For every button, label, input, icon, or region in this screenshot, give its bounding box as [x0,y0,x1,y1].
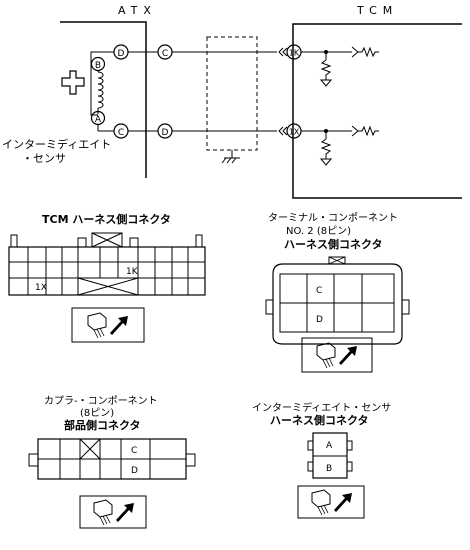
tcm-cell-1k: 1K [126,267,139,277]
coupler-title-line3: 部品側コネクタ [64,418,141,432]
ground-icon [319,158,333,166]
tcm-connector-body [8,246,206,296]
probe-icon [71,307,145,343]
svg-text:1X: 1X [289,128,300,137]
sensor-connector-title-line1: インターミディエイト・センサ [252,401,391,414]
resistor-icon [320,59,332,80]
sensor-harness-connector: インターミディエイト・センサ ハーネス側コネクタ A B [252,401,391,479]
probe-icon [301,337,373,373]
amp-icon [351,125,359,137]
atx-label: ATX [118,4,157,17]
tcm-harness-connector: TCM ハーネス側コネクタ 1K 1X [8,212,206,296]
coupler-title-line1: カプラ-・コンポーネント [44,395,158,407]
sensor-cell-b: B [326,464,332,474]
connector-arrow-icon [278,126,288,136]
tcm-box-border [292,23,462,199]
terminal-title-line1: ターミナル・コンポーネント [268,212,398,224]
atx-box-border [60,21,147,178]
sensor-cell-a: A [326,441,333,451]
svg-text:D: D [118,49,125,59]
coupler-component-connector: カプラ-・コンポーネント (8ピン) 部品側コネクタ C D [28,395,196,480]
svg-text:C: C [162,49,168,59]
svg-text:A: A [95,115,102,125]
ground-icon [319,79,333,87]
pin-atx-b [90,56,106,72]
coupler-cell-d: D [131,466,138,476]
terminal-title-line2: NO. 2 (8ピン) [286,225,351,237]
resistor-icon [320,138,332,159]
amp-icon [351,46,359,58]
tcm-label: TCM [356,4,398,17]
shield [206,36,258,164]
probe-icon [297,485,365,519]
terminal-cell-d: D [316,315,323,325]
terminal-title-line3: ハーネス側コネクタ [284,237,383,251]
svg-text:C: C [118,128,124,138]
tcm-cell-1x: 1X [35,283,47,293]
sensor-symbol-icon [61,70,85,95]
terminal-component-connector: ターミナル・コンポーネント NO. 2 (8ピン) ハーネス側コネクタ C D [265,212,410,345]
svg-text:D: D [162,128,169,138]
coil-icon [97,71,104,109]
sensor-label-line2: ・センサ [22,152,66,165]
svg-text:B: B [95,61,101,71]
sensor-connector-title-line2: ハーネス側コネクタ [270,413,369,427]
shield-box [206,36,258,151]
mid-connector: C D [128,44,173,139]
coupler-title-line2: (8ピン) [80,407,114,419]
atx-section: ATX D B A C インターミディエイト ・センサ [2,4,157,178]
coupler-cell-c: C [131,446,137,456]
sensor-label-line1: インターミディエイト [2,137,111,151]
terminal-connector-body [272,263,403,345]
tcm-section: TCM 1K 1X [278,4,462,199]
connector-arrow-icon [278,47,288,57]
terminal-cell-c: C [316,286,322,296]
svg-text:1K: 1K [289,49,300,58]
tcm-connector-title: TCM ハーネス側コネクタ [42,212,171,226]
probe-icon [79,495,147,529]
sensor-lead [90,51,98,116]
